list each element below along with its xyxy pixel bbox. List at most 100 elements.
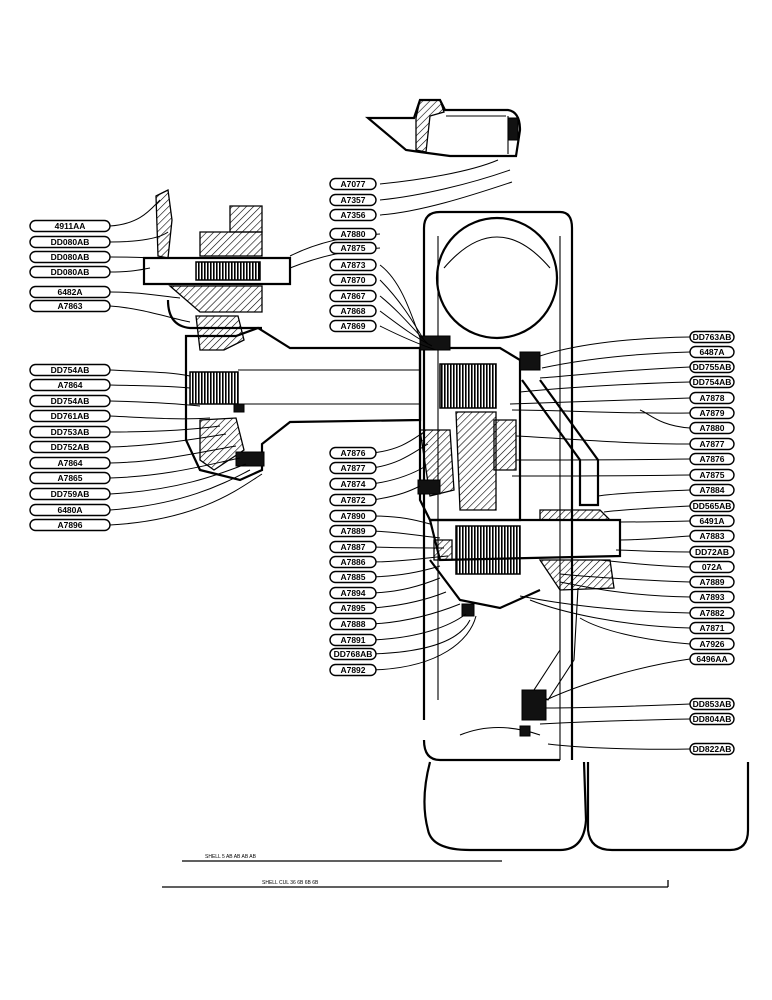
part-number: A7887 bbox=[340, 542, 365, 552]
part-label: A7883 bbox=[689, 529, 735, 543]
part-label: A7873 bbox=[329, 258, 377, 272]
part-number: A7875 bbox=[340, 243, 365, 253]
part-label: DD804AB bbox=[689, 712, 735, 726]
axle-housing bbox=[184, 315, 422, 482]
part-number: DD822AB bbox=[693, 744, 732, 754]
part-label: DD763AB bbox=[689, 330, 735, 344]
part-label: A7926 bbox=[689, 637, 735, 651]
part-label: A7864 bbox=[29, 378, 111, 392]
part-label: A7868 bbox=[329, 304, 377, 318]
part-label: DD759AB bbox=[29, 487, 111, 501]
part-number: A7872 bbox=[340, 495, 365, 505]
part-label: A7891 bbox=[329, 633, 377, 647]
part-number: A7896 bbox=[57, 520, 82, 530]
part-number: DD754AB bbox=[51, 396, 90, 406]
part-label: DD72AB bbox=[689, 545, 735, 559]
part-number: A7880 bbox=[340, 229, 365, 239]
part-number: A7864 bbox=[57, 380, 82, 390]
part-label: DD080AB bbox=[29, 235, 111, 249]
part-number: A7876 bbox=[699, 454, 724, 464]
part-number: A7893 bbox=[699, 592, 724, 602]
part-label: A7896 bbox=[29, 518, 111, 532]
part-label: A7892 bbox=[329, 663, 377, 677]
part-number: DD804AB bbox=[693, 714, 732, 724]
part-label: DD754AB bbox=[689, 375, 735, 389]
part-number: A7077 bbox=[340, 179, 365, 189]
scale-lines: SHELL 5 AB AB AB AB SHELL CUL 36 6B 6B 6… bbox=[162, 854, 669, 888]
part-number: DD753AB bbox=[51, 427, 90, 437]
hub-assembly bbox=[417, 335, 622, 617]
part-number: A7876 bbox=[340, 448, 365, 458]
part-label: A7887 bbox=[329, 540, 377, 554]
part-label: A7886 bbox=[329, 555, 377, 569]
part-number: A7880 bbox=[699, 423, 724, 433]
part-label: 6491A bbox=[689, 514, 735, 528]
part-label: DD080AB bbox=[29, 265, 111, 279]
part-label: A7863 bbox=[29, 299, 111, 313]
part-number: A7889 bbox=[340, 526, 365, 536]
part-label: A7889 bbox=[689, 575, 735, 589]
part-number: A7356 bbox=[340, 210, 365, 220]
part-label: A7877 bbox=[329, 461, 377, 475]
part-number: A7863 bbox=[57, 301, 82, 311]
part-label: A7874 bbox=[329, 477, 377, 491]
part-label: A7875 bbox=[329, 241, 377, 255]
part-label: A7876 bbox=[689, 452, 735, 466]
center-label-group: A7077A7357A7356A7880A7875A7873A7870A7867… bbox=[329, 177, 377, 677]
part-label: A7885 bbox=[329, 570, 377, 584]
wheel-tire bbox=[422, 210, 750, 852]
part-label: A7869 bbox=[329, 319, 377, 333]
part-label: A7875 bbox=[689, 468, 735, 482]
part-number: 6491A bbox=[699, 516, 724, 526]
part-label: A7882 bbox=[689, 606, 735, 620]
part-number: DD752AB bbox=[51, 442, 90, 452]
part-label: A7867 bbox=[329, 289, 377, 303]
part-number: 4911AA bbox=[55, 221, 86, 231]
part-label: A7880 bbox=[689, 421, 735, 435]
part-number: DD080AB bbox=[51, 252, 90, 262]
part-label: 6482A bbox=[29, 285, 111, 299]
part-number: A7878 bbox=[699, 393, 724, 403]
part-label: A7356 bbox=[329, 208, 377, 222]
part-label: A7077 bbox=[329, 177, 377, 191]
part-label: 6480A bbox=[29, 503, 111, 517]
part-number: A7871 bbox=[699, 623, 724, 633]
part-label: DD754AB bbox=[29, 363, 111, 377]
part-number: A7889 bbox=[699, 577, 724, 587]
part-number: DD761AB bbox=[51, 411, 90, 421]
center-leaders bbox=[289, 159, 513, 671]
scale-text-2: SHELL CUL 36 6B 6B 6B bbox=[262, 880, 319, 886]
part-number: DD768AB bbox=[334, 649, 373, 659]
part-label: A7893 bbox=[689, 590, 735, 604]
part-number: A7888 bbox=[340, 619, 365, 629]
scale-text-1: SHELL 5 AB AB AB AB bbox=[205, 854, 257, 860]
part-label: DD768AB bbox=[329, 647, 377, 661]
part-label: A7894 bbox=[329, 586, 377, 600]
part-number: DD763AB bbox=[693, 332, 732, 342]
part-number: A7868 bbox=[340, 306, 365, 316]
part-number: A7877 bbox=[699, 439, 724, 449]
top-housing bbox=[364, 98, 522, 158]
part-label: A7865 bbox=[29, 471, 111, 485]
part-label: A7884 bbox=[689, 483, 735, 497]
part-number: A7891 bbox=[340, 635, 365, 645]
part-label: A7888 bbox=[329, 617, 377, 631]
part-label: A7877 bbox=[689, 437, 735, 451]
part-number: DD080AB bbox=[51, 267, 90, 277]
part-number: A7892 bbox=[340, 665, 365, 675]
right-leaders bbox=[509, 336, 691, 750]
part-number: A7882 bbox=[699, 608, 724, 618]
part-number: A7864 bbox=[57, 458, 82, 468]
part-number: 6480A bbox=[57, 505, 82, 515]
left-label-group: 4911AA DD080AB DD080AB DD080AB 6482A A7863DD7… bbox=[29, 219, 111, 532]
part-label: A7880 bbox=[329, 227, 377, 241]
part-label: A7879 bbox=[689, 406, 735, 420]
part-number: DD565AB bbox=[693, 501, 732, 511]
part-number: A7875 bbox=[699, 470, 724, 480]
part-label: 4911AA bbox=[29, 219, 111, 233]
part-number: A7883 bbox=[699, 531, 724, 541]
part-label: A7870 bbox=[329, 273, 377, 287]
part-label: 6487A bbox=[689, 345, 735, 359]
part-label: A7872 bbox=[329, 493, 377, 507]
